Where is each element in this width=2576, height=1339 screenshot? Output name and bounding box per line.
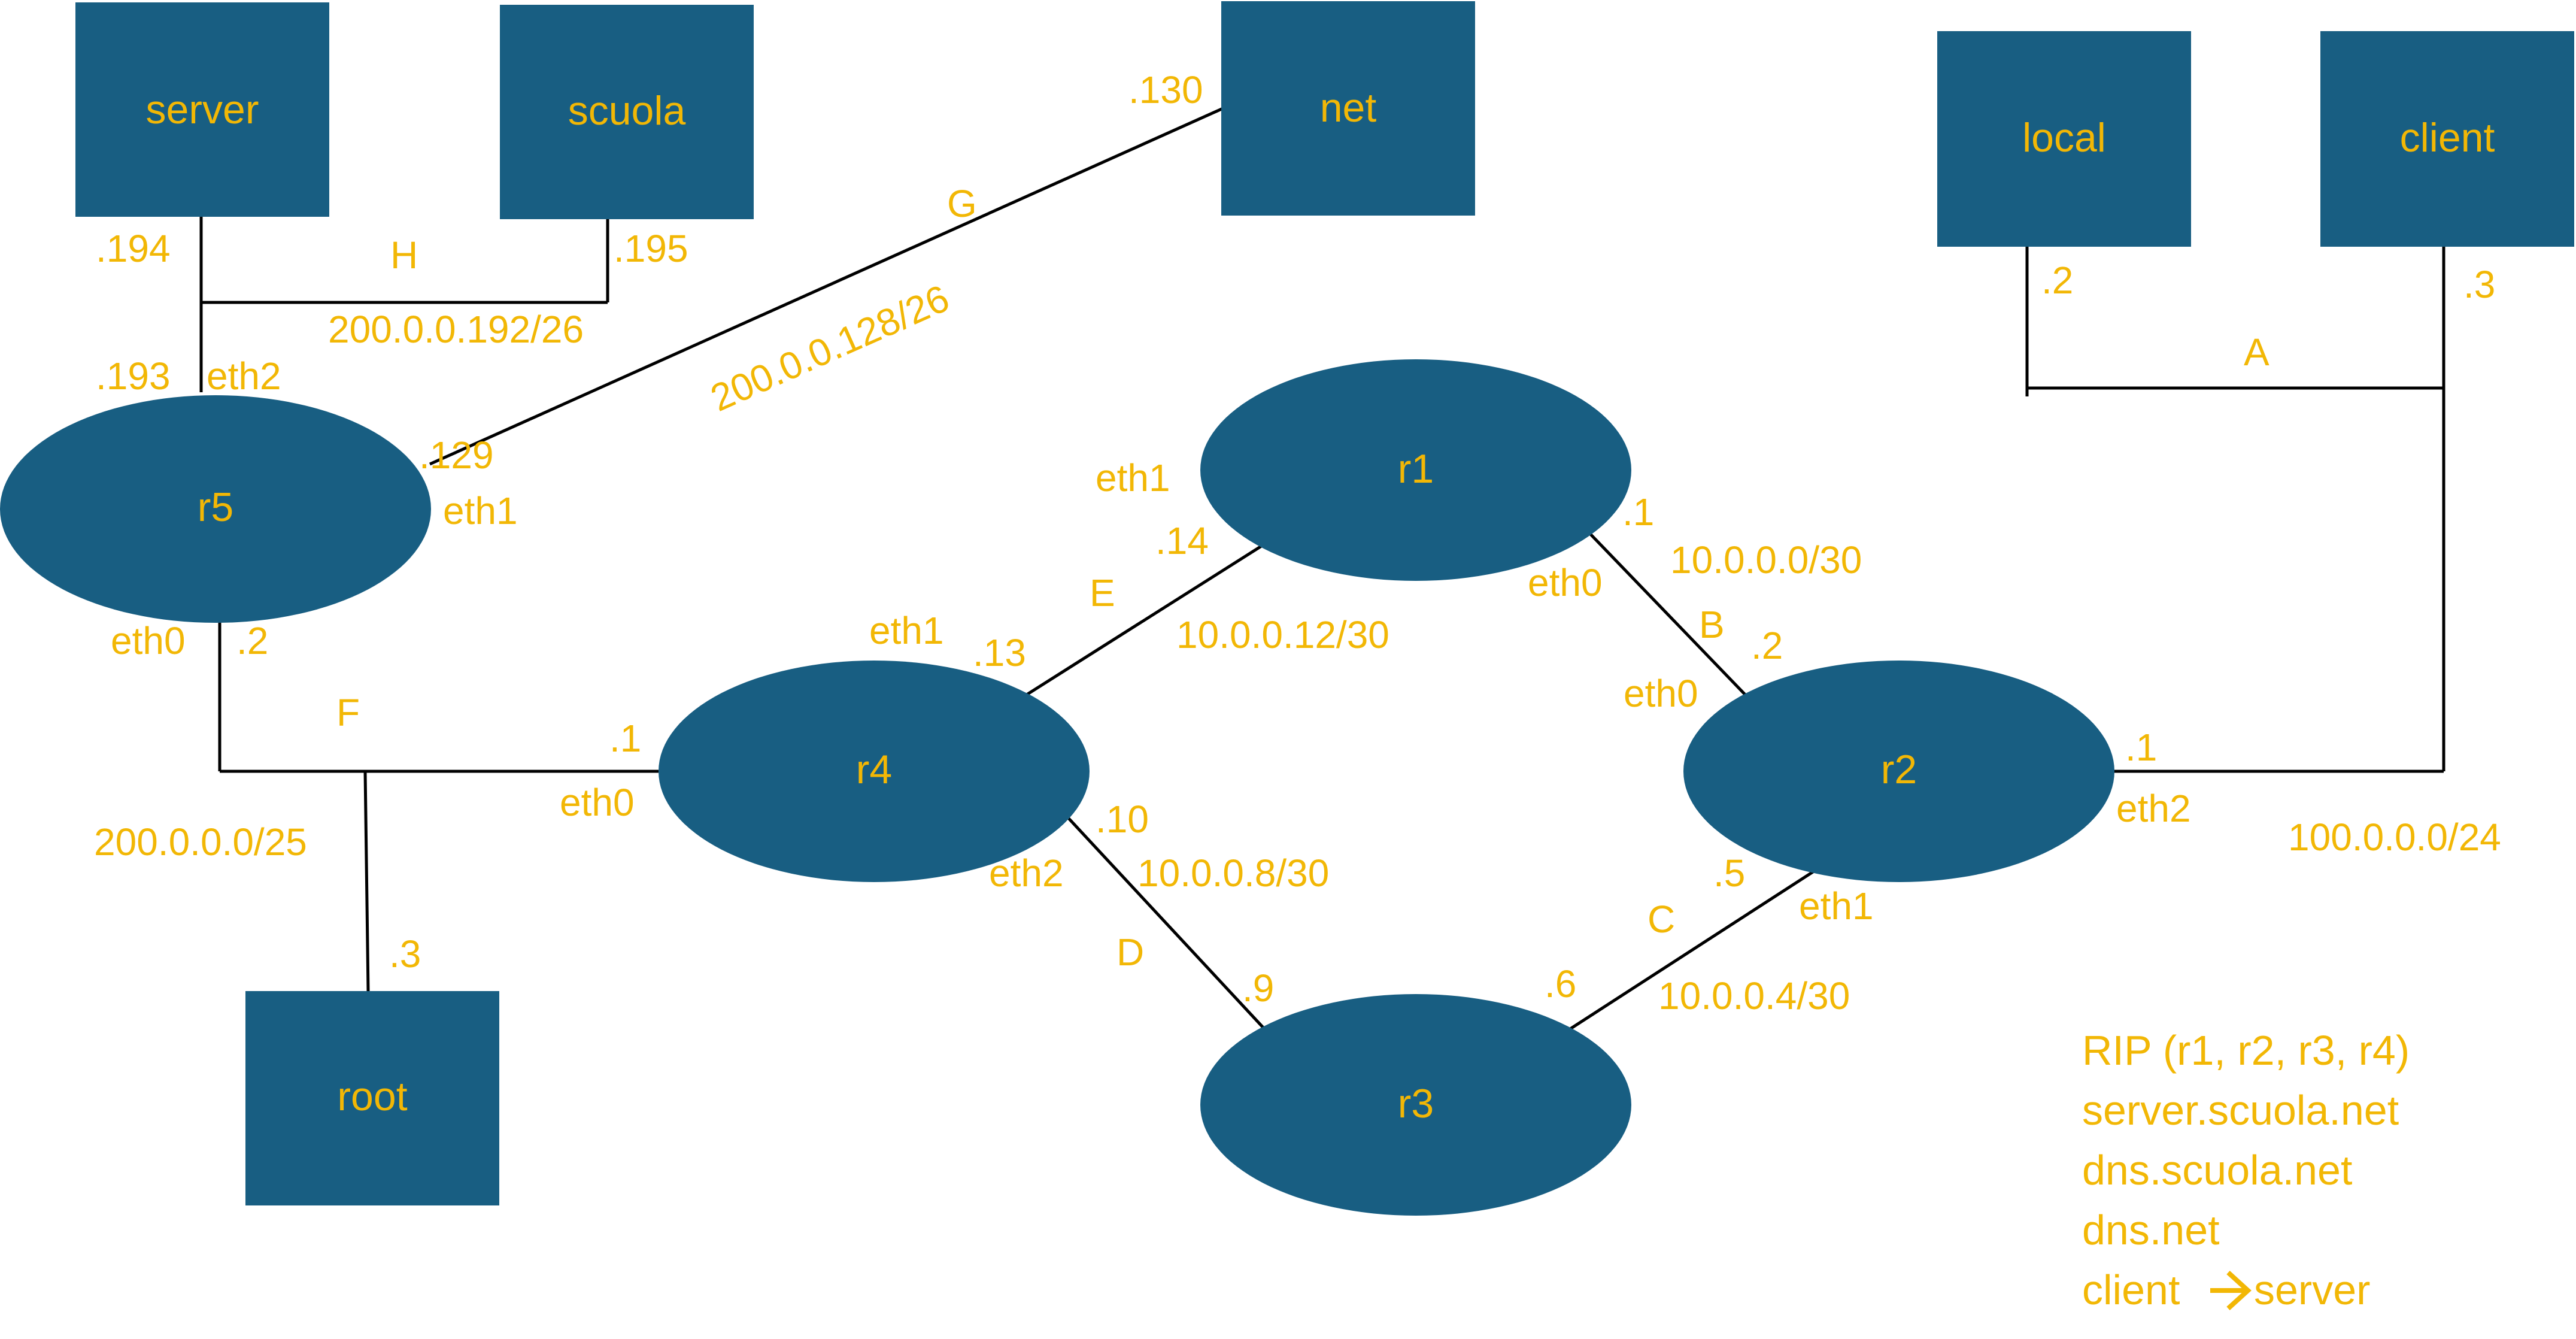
addr-r2-eth2: .1 bbox=[2125, 726, 2157, 769]
router-r5-label: r5 bbox=[198, 484, 233, 530]
router-r1-label: r1 bbox=[1398, 446, 1434, 492]
host-server: server bbox=[75, 2, 329, 217]
host-net: net bbox=[1221, 1, 1475, 216]
link-segment-g bbox=[429, 106, 1225, 466]
addr-root: .3 bbox=[389, 932, 421, 976]
router-r3: r3 bbox=[1200, 994, 1631, 1216]
note-server-scuola-net: server.scuola.net bbox=[2082, 1087, 2399, 1134]
addr-r4-eth1: .13 bbox=[973, 631, 1026, 674]
segment-b-name: B bbox=[1699, 603, 1725, 646]
link-segment-d bbox=[1055, 804, 1266, 1030]
segment-d-name: D bbox=[1116, 931, 1144, 974]
iface-r1-eth0: eth0 bbox=[1528, 561, 1603, 604]
addr-r4-eth2: .10 bbox=[1096, 798, 1149, 841]
iface-r2-eth0: eth0 bbox=[1624, 672, 1698, 715]
addr-r5-eth2: .193 bbox=[96, 355, 171, 398]
host-net-label: net bbox=[1320, 85, 1377, 131]
addr-client: .3 bbox=[2463, 263, 2495, 306]
host-server-label: server bbox=[146, 87, 259, 132]
addr-local: .2 bbox=[2041, 259, 2073, 302]
router-r4-label: r4 bbox=[856, 747, 892, 792]
iface-r1-eth1: eth1 bbox=[1096, 456, 1170, 499]
notes-block: RIP (r1, r2, r3, r4) server.scuola.net d… bbox=[2082, 1027, 2410, 1313]
iface-r5-eth0: eth0 bbox=[111, 619, 186, 662]
segment-h-subnet: 200.0.0.192/26 bbox=[328, 308, 584, 351]
iface-r5-eth1: eth1 bbox=[443, 489, 518, 532]
host-root: root bbox=[245, 991, 499, 1205]
segment-f-name: F bbox=[336, 691, 360, 734]
iface-r5-eth2: eth2 bbox=[207, 355, 281, 398]
link-root-f bbox=[363, 771, 370, 992]
addr-r3-d: .9 bbox=[1242, 967, 1274, 1010]
host-scuola-label: scuola bbox=[568, 88, 686, 134]
iface-r4-eth1: eth1 bbox=[869, 609, 944, 652]
host-client: client bbox=[2320, 31, 2574, 247]
note-dns-scuola-net: dns.scuola.net bbox=[2082, 1147, 2352, 1193]
iface-r2-eth1: eth1 bbox=[1799, 884, 1874, 928]
router-r4: r4 bbox=[659, 661, 1090, 882]
segment-d-subnet: 10.0.0.8/30 bbox=[1137, 852, 1329, 895]
host-scuola: scuola bbox=[500, 5, 754, 219]
note-server-to: server bbox=[2254, 1267, 2370, 1313]
router-r3-label: r3 bbox=[1398, 1081, 1434, 1126]
router-r2-label: r2 bbox=[1881, 747, 1917, 792]
segment-f-subnet: 200.0.0.0/25 bbox=[94, 820, 307, 864]
addr-r1-eth0: .1 bbox=[1622, 490, 1654, 534]
host-local-label: local bbox=[2022, 115, 2106, 160]
iface-r4-eth0: eth0 bbox=[560, 781, 635, 824]
router-r1: r1 bbox=[1200, 359, 1631, 581]
addr-scuola: .195 bbox=[614, 227, 688, 270]
link-segment-b bbox=[1585, 529, 1749, 699]
iface-r2-eth2: eth2 bbox=[2116, 787, 2191, 830]
addr-r5-eth1: .129 bbox=[419, 434, 494, 477]
addr-net: .130 bbox=[1128, 68, 1203, 111]
segment-g-subnet: 200.0.0.128/26 bbox=[704, 276, 955, 419]
addr-r1-eth1: .14 bbox=[1155, 519, 1209, 562]
addr-r4-eth0: .1 bbox=[609, 717, 641, 760]
segment-b-subnet: 10.0.0.0/30 bbox=[1670, 538, 1862, 581]
segment-h-name: H bbox=[390, 234, 418, 277]
router-r2: r2 bbox=[1683, 661, 2114, 882]
note-dns-net: dns.net bbox=[2082, 1207, 2220, 1253]
note-rip: RIP (r1, r2, r3, r4) bbox=[2082, 1027, 2410, 1074]
segment-g-name: G bbox=[947, 182, 977, 225]
addr-r2-eth1: .5 bbox=[1713, 852, 1745, 895]
arrow-right-icon bbox=[2210, 1271, 2252, 1310]
iface-r4-eth2: eth2 bbox=[989, 852, 1064, 895]
segment-a-subnet: 100.0.0.0/24 bbox=[2288, 816, 2501, 859]
host-local: local bbox=[1937, 31, 2191, 247]
segment-a-name: A bbox=[2244, 331, 2269, 374]
segment-c-subnet: 10.0.0.4/30 bbox=[1658, 974, 1850, 1017]
links bbox=[199, 106, 2445, 1032]
addr-r5-eth0: .2 bbox=[236, 619, 268, 662]
addr-r3-c: .6 bbox=[1545, 962, 1576, 1005]
link-segment-c bbox=[1567, 862, 1827, 1032]
host-root-label: root bbox=[337, 1074, 407, 1119]
link-segment-e bbox=[1025, 540, 1269, 696]
router-r5: r5 bbox=[0, 395, 431, 623]
segment-e-subnet: 10.0.0.12/30 bbox=[1176, 613, 1389, 656]
segment-c-name: C bbox=[1647, 898, 1675, 941]
addr-server: .194 bbox=[96, 227, 171, 270]
host-client-label: client bbox=[2400, 115, 2495, 160]
segment-e-name: E bbox=[1090, 571, 1115, 614]
note-client-from: client bbox=[2082, 1267, 2180, 1313]
addr-r2-eth0: .2 bbox=[1751, 624, 1783, 667]
